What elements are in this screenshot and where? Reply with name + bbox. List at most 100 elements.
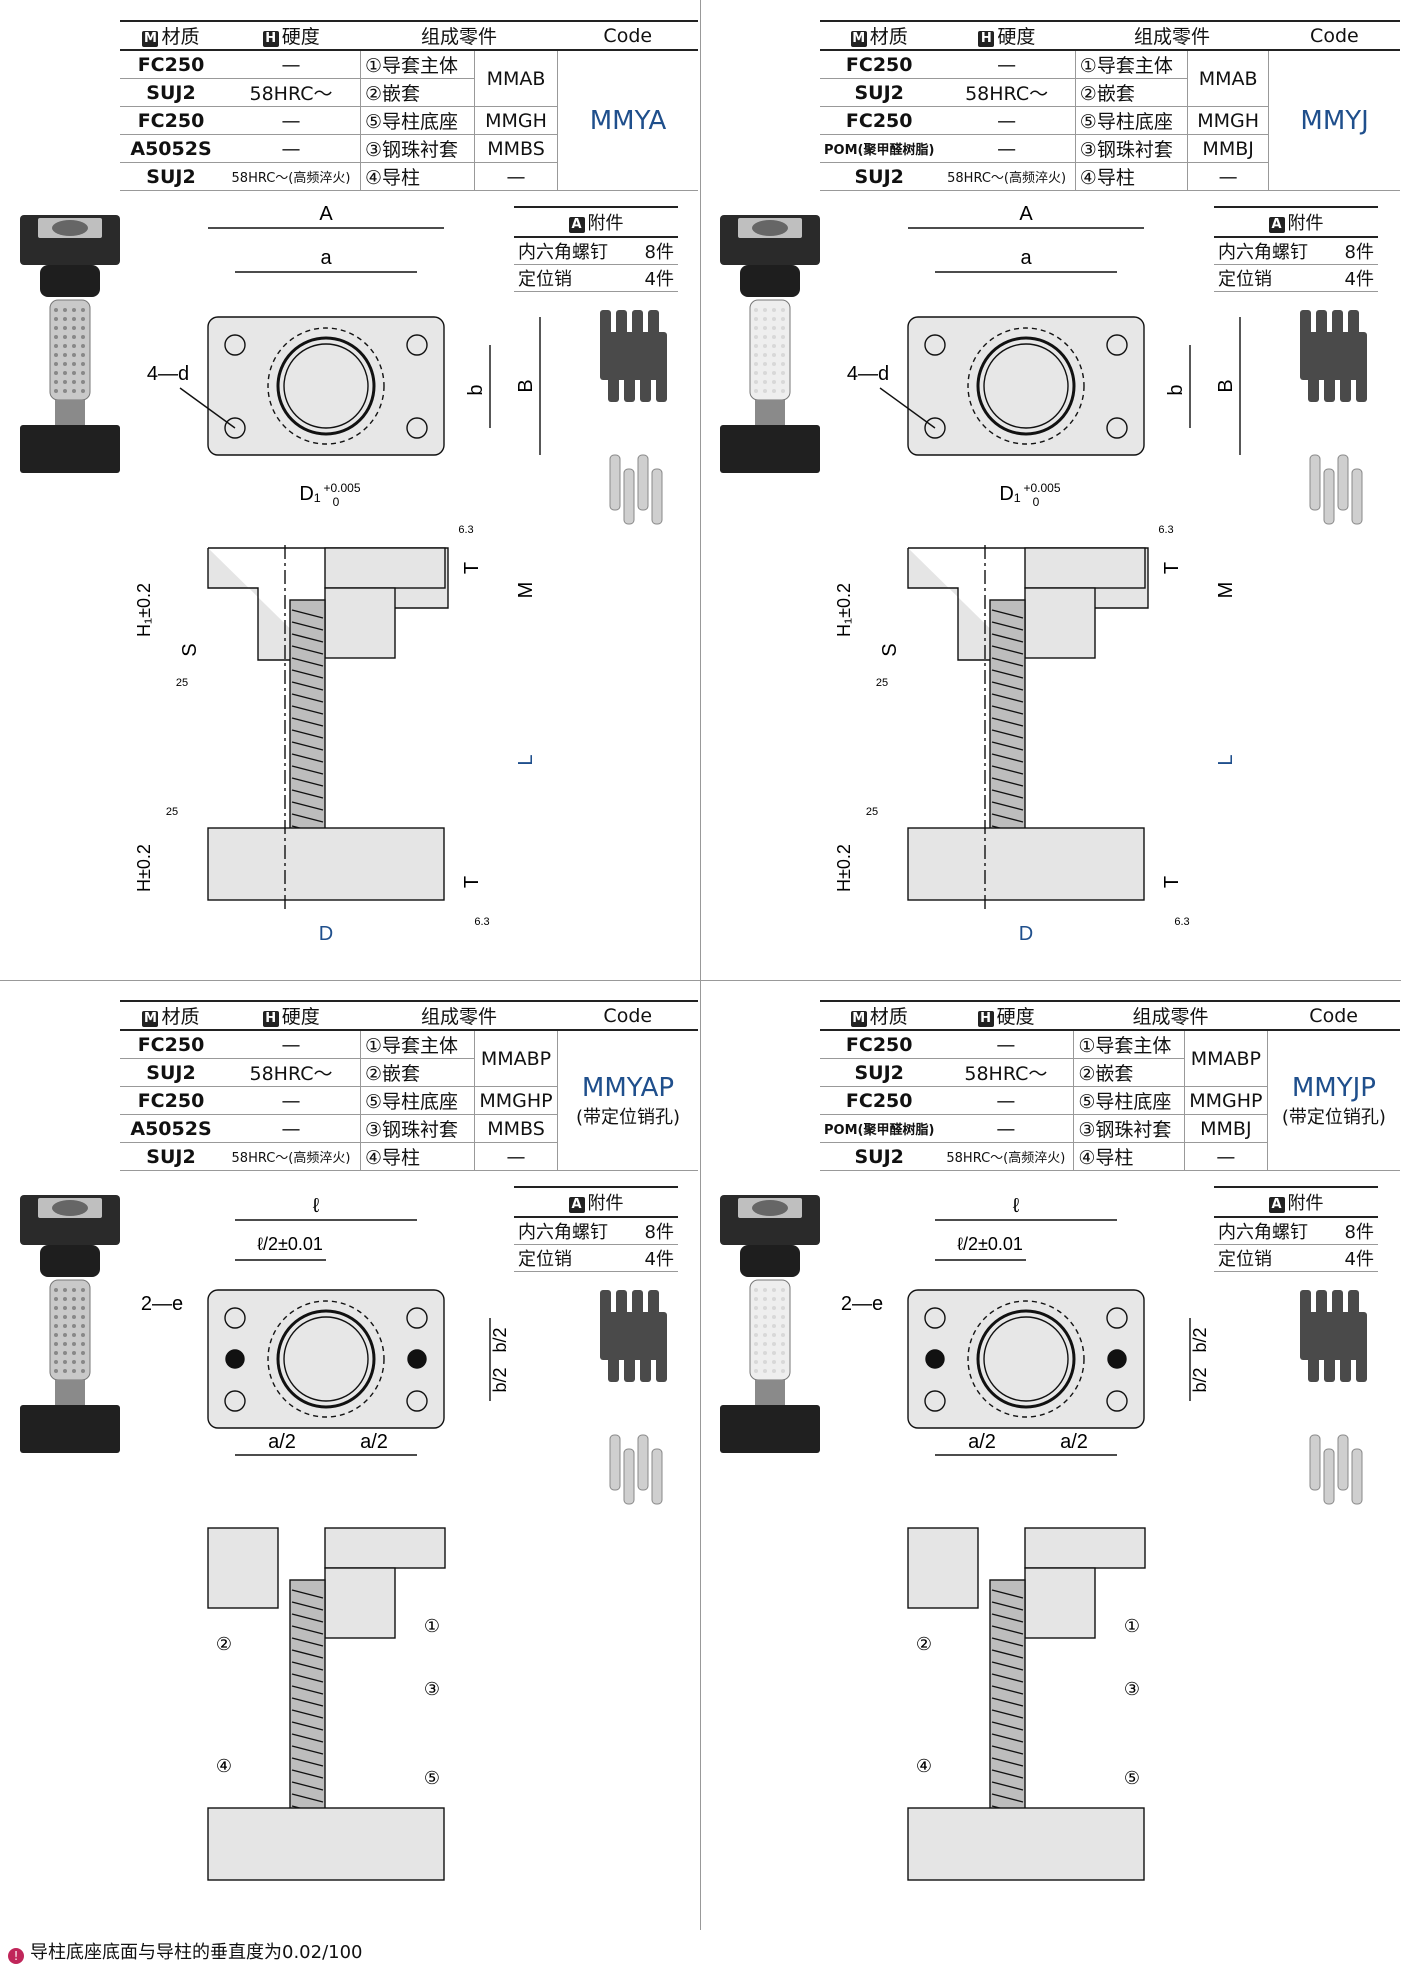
pin-shape xyxy=(651,1448,663,1505)
ball-dot xyxy=(72,335,76,339)
ball-dot xyxy=(81,1342,85,1346)
dim-label-b: b xyxy=(465,384,487,395)
ball-dot xyxy=(781,1360,785,1364)
ball-dot xyxy=(754,362,758,366)
part-cell: ⑤导柱底座 xyxy=(360,106,475,135)
post-hatch xyxy=(291,1721,324,1731)
dim-label-b2-top: b/2 xyxy=(1190,1327,1210,1352)
ball-cage-shape xyxy=(749,1279,791,1381)
part-cell: ⑤导柱底座 xyxy=(360,1086,475,1115)
pitch-circle xyxy=(267,1300,385,1418)
dowel-hole xyxy=(925,1349,945,1369)
pin-shape xyxy=(623,1448,635,1505)
post-base-shape xyxy=(720,1405,820,1453)
part-code-cell: MMAB xyxy=(1187,50,1270,107)
ball-dot xyxy=(754,326,758,330)
post-hatch xyxy=(991,1637,1024,1647)
post-hatch xyxy=(291,1637,324,1647)
post-base xyxy=(207,827,445,901)
material-cell: FC250 xyxy=(120,50,222,79)
post-hatch xyxy=(991,1757,1024,1767)
parts-header: 组成零件 xyxy=(360,20,558,51)
ball-dot xyxy=(81,389,85,393)
hardness-cell: — xyxy=(938,134,1076,163)
ball-cage-shape xyxy=(749,299,791,401)
ball-dot xyxy=(72,1288,76,1292)
m-badge-icon: M xyxy=(142,1011,159,1027)
ball-dot xyxy=(763,1360,767,1364)
ball-dot xyxy=(772,353,776,357)
post-hatch xyxy=(991,1625,1024,1635)
dim-label-l2: ℓ/2±0.01 xyxy=(957,1234,1023,1254)
bore-outer xyxy=(276,1309,376,1409)
accessory-qty: 8件 xyxy=(622,1217,678,1245)
part-code-cell: MMBS xyxy=(474,1114,558,1143)
dim-label-lT: T xyxy=(1032,1199,1041,1215)
dim-label-D1: D₁ xyxy=(999,483,1020,505)
post-hatch xyxy=(991,633,1024,643)
ball-dot xyxy=(772,344,776,348)
callout-4: ④ xyxy=(216,1756,232,1776)
hardness-cell: 58HRC～ xyxy=(938,78,1076,107)
ball-dot xyxy=(763,1324,767,1328)
product-code: MMYJ xyxy=(1268,50,1400,191)
ball-dot xyxy=(63,1306,67,1310)
guide-post xyxy=(289,599,326,861)
ball-dot xyxy=(781,1369,785,1373)
part-cell: ④导柱 xyxy=(1074,162,1189,191)
ball-dot xyxy=(772,1351,776,1355)
roughness-25: 25 xyxy=(176,677,188,689)
ball-dot xyxy=(754,1288,758,1292)
post-hatch xyxy=(291,753,324,763)
dim-label-B: B xyxy=(1215,379,1237,392)
mount-hole xyxy=(924,1307,946,1329)
dim-label-H1: H₁±0.2 xyxy=(134,583,154,637)
post-base xyxy=(907,1807,1145,1881)
dim-label-b2-bottom: b/2 xyxy=(1190,1367,1210,1392)
ball-dot xyxy=(72,380,76,384)
ball-dot xyxy=(781,371,785,375)
ball-dot xyxy=(54,362,58,366)
hardness-cell: 58HRC～ xyxy=(222,1058,361,1087)
post-hatch xyxy=(291,1757,324,1767)
post-hatch xyxy=(291,1769,324,1779)
post-hatch xyxy=(291,1793,324,1803)
pin-shape xyxy=(1309,454,1321,511)
flange-plate xyxy=(207,1289,445,1429)
part-cell: ②嵌套 xyxy=(1073,1058,1185,1087)
ball-dot xyxy=(772,335,776,339)
spec-row: SUJ2 58HRC～(高频淬火) ④导柱— xyxy=(820,1142,1400,1171)
ball-dot xyxy=(754,1342,758,1346)
roughness-25b: 25 xyxy=(166,806,178,818)
ball-dot xyxy=(81,1288,85,1292)
code-header: Code xyxy=(1267,1000,1400,1031)
ball-dot xyxy=(63,1324,67,1328)
ball-dot xyxy=(63,1369,67,1373)
ball-dot xyxy=(54,326,58,330)
screw-shape xyxy=(608,332,619,402)
post-hatch xyxy=(291,813,324,823)
dim-label-b2-top: b/2 xyxy=(490,1327,510,1352)
post-hatch xyxy=(991,1793,1024,1803)
code-header: Code xyxy=(1268,20,1400,51)
ball-dot xyxy=(754,1324,758,1328)
post-hatch xyxy=(291,1745,324,1755)
spec-row: SUJ2 58HRC～(高频淬火) ④导柱— xyxy=(820,162,1400,191)
ball-dot xyxy=(754,1351,758,1355)
post-hatch xyxy=(291,1685,324,1695)
ball-dot xyxy=(781,317,785,321)
dim-label-l2: ℓ/2±0.01 xyxy=(257,1234,323,1254)
callout-2: ② xyxy=(916,1634,932,1654)
footnote-text: 导柱底座底面与导柱的垂直度为0.02/100 xyxy=(30,1942,363,1963)
plan-view xyxy=(179,227,541,456)
ball-dot xyxy=(781,1297,785,1301)
callout-1: ① xyxy=(1124,1616,1140,1636)
post-hatch xyxy=(991,813,1024,823)
hardness-cell: — xyxy=(222,106,361,135)
ball-dot xyxy=(754,1360,758,1364)
ball-dot xyxy=(63,1297,67,1301)
